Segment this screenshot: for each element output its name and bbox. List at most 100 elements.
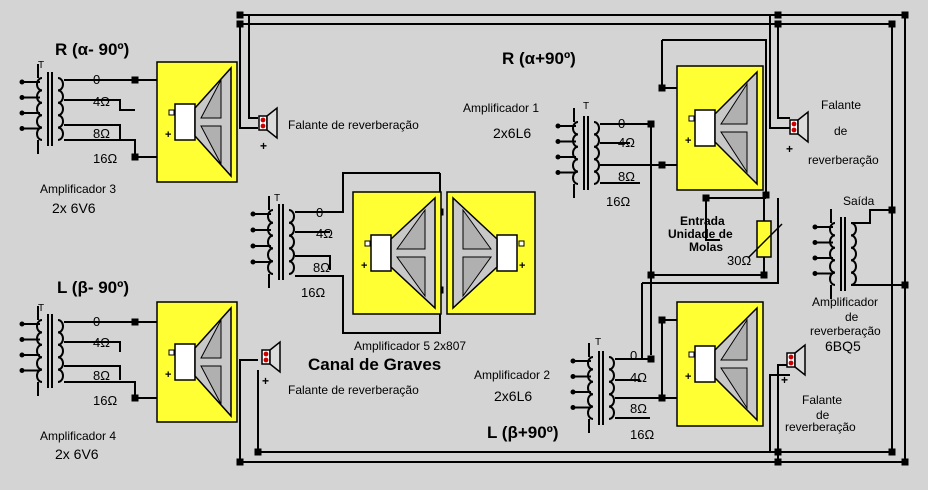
amp4-tubes: 2x 6V6 (55, 446, 99, 462)
amp3-xfmr-label: T (38, 60, 45, 71)
reverb-coil-dot (263, 357, 269, 363)
wire-junction (888, 20, 896, 28)
secondary-coil (288, 209, 295, 275)
terminal-plus: + (685, 135, 691, 147)
reverb-speaker-bottom-left (261, 340, 281, 374)
primary-terminal (19, 95, 25, 100)
wire (64, 365, 121, 380)
cone-shade (396, 256, 426, 298)
wire-junction (888, 448, 896, 456)
reverb-speaker-right-top-3: reverberação (808, 153, 879, 167)
reverb-speaker-label-top: Falante de reverberação (288, 118, 419, 132)
wire (642, 198, 779, 284)
primary-terminal (812, 224, 818, 230)
primary-terminal (812, 271, 818, 276)
amp3-tubes: 2x 6V6 (52, 200, 96, 216)
wire (295, 172, 440, 213)
wire-junction (901, 458, 909, 466)
voice-coil (694, 345, 716, 383)
primary-terminal (19, 321, 25, 327)
terminal-neg (688, 351, 695, 358)
voice-coil (174, 103, 196, 141)
amp3-tap-16: 16Ω (93, 151, 118, 166)
primary-coil (572, 121, 579, 185)
spring-resistor (756, 220, 772, 258)
cone-shade (200, 365, 222, 405)
primary-terminal (570, 405, 576, 410)
reverb-coil-dot (791, 121, 797, 127)
amp3-channel-label: R (α- 90º) (55, 40, 130, 59)
voice-coil (174, 343, 196, 381)
cone-shade (720, 131, 748, 174)
spring-adjust-arrow (747, 223, 783, 259)
primary-terminal (19, 368, 25, 373)
amp1-channel-label: R (α+90º) (502, 49, 576, 68)
amp3-tap-8: 8Ω (93, 126, 110, 141)
amp2-tap-8: 8Ω (630, 401, 647, 416)
amp5-output-transformer (250, 196, 295, 288)
cone-shade (462, 256, 492, 298)
amp1-tap-0: 0 (618, 116, 626, 131)
wire-junction (901, 11, 909, 19)
cone-shade (200, 125, 222, 165)
reverb-cone (269, 340, 281, 374)
speaker-cone (194, 66, 232, 178)
wire (64, 341, 121, 352)
amp4-tap-8: 8Ω (93, 368, 110, 383)
amp2-tap-4: 4Ω (630, 370, 647, 385)
reverb-speaker-right-bottom-2: de (816, 408, 830, 422)
amp4-xfmr-label: T (38, 303, 45, 314)
reverb-coil-dot (263, 351, 269, 357)
amp5-speaker-left: + (352, 191, 442, 315)
amp3-tap-4: 4Ω (93, 94, 110, 109)
primary-terminal (19, 126, 25, 131)
wire (769, 374, 790, 452)
voice-coil (496, 234, 518, 272)
amp5-tap-16: 16Ω (301, 285, 326, 300)
reverb-amp-output-transformer (812, 209, 857, 299)
reverb-speaker-top-right (789, 110, 809, 144)
primary-coil (36, 77, 43, 141)
primary-coil (36, 319, 43, 383)
amp4-tap-4: 4Ω (93, 335, 110, 350)
reverb-coil-dot (791, 127, 797, 133)
wire-junction (647, 355, 655, 363)
cone-shade (720, 367, 748, 410)
amp4-speaker: + (156, 301, 238, 423)
reverb-plus: + (781, 373, 788, 387)
reverb-speaker-right-bottom-3: reverberação (785, 420, 856, 434)
wire-junction (888, 206, 896, 214)
amp1-tap-8: 8Ω (618, 169, 635, 184)
wire (239, 24, 258, 129)
output-label: Saída (843, 194, 875, 208)
amp3-tap-0: 0 (93, 72, 101, 87)
amp4-name: Amplificador 4 (40, 429, 117, 443)
wire (64, 381, 136, 398)
wire (64, 124, 121, 140)
amp2-xfmr-label: T (595, 337, 602, 348)
wire (248, 15, 258, 119)
wire (64, 99, 135, 111)
primary-terminal (19, 352, 25, 358)
primary-terminal (570, 374, 576, 379)
amp5-tap-0: 0 (316, 205, 324, 220)
primary-terminal (19, 79, 25, 85)
primary-terminal (570, 358, 576, 364)
primary-terminal (555, 170, 561, 175)
wire (295, 255, 331, 270)
amp3-name: Amplificador 3 (40, 182, 117, 196)
terminal-neg (168, 349, 175, 356)
reverb-speaker-top-left (258, 106, 278, 140)
reverb-cone (266, 106, 278, 140)
amp5-name: Amplificador 5 2x807 (354, 339, 467, 353)
amp5-speaker-right: + (446, 191, 536, 315)
reverb-coil-dot (788, 360, 794, 366)
voice-coil (370, 234, 392, 272)
primary-terminal (570, 389, 576, 395)
terminal-plus: + (519, 260, 525, 272)
wire (64, 139, 136, 157)
primary-terminal (555, 154, 561, 160)
reverb-speaker-right-top-2: de (834, 124, 848, 138)
wire (239, 359, 258, 462)
